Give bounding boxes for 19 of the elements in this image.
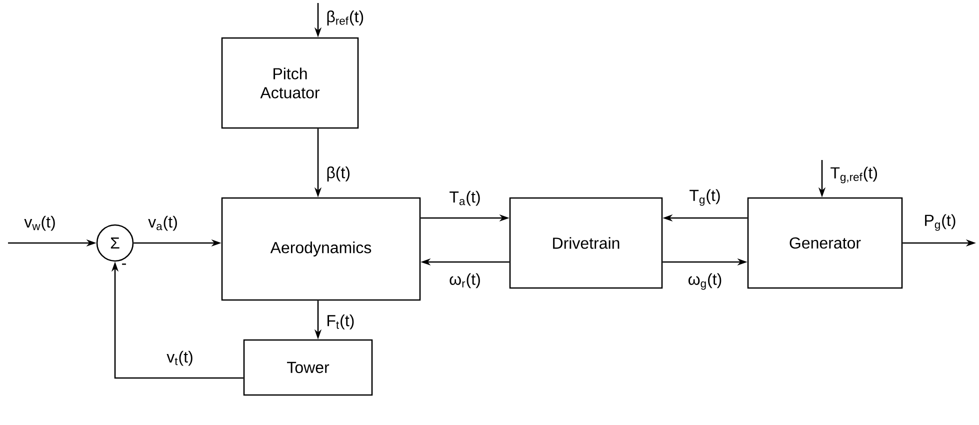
signal-label: ω$_{r}$(t) bbox=[450, 273, 480, 288]
signal-label: T$_{g}$(t) bbox=[690, 189, 720, 206]
minus-sign: - bbox=[122, 264, 126, 265]
drivetrain-box: Drivetrain bbox=[509, 197, 663, 289]
signal-label: T$_{g,ref}$(t) bbox=[830, 166, 877, 184]
signal-label: v$_{w}$(t) bbox=[24, 216, 55, 231]
summing-junction: Σ bbox=[96, 224, 134, 262]
signal-label: v$_{a}$(t) bbox=[148, 216, 177, 231]
signal-label: F$_{t}$(t) bbox=[328, 314, 354, 330]
signal-label: P$_{g}$(t) bbox=[925, 214, 956, 231]
signal-label: v$_{t}$(t) bbox=[166, 350, 192, 366]
signal-label: ω$_{g}$(t) bbox=[688, 273, 722, 290]
tower-box: Tower bbox=[243, 339, 373, 396]
signal-label: β(t) bbox=[327, 166, 350, 182]
generator-box: Generator bbox=[747, 197, 903, 289]
signal-label: β$_{ref}$(t) bbox=[327, 10, 364, 26]
signal-label: T$_{a}$(t) bbox=[450, 190, 480, 206]
pitch-actuator-box: Pitch Actuator bbox=[221, 37, 359, 129]
aerodynamics-box: Aerodynamics bbox=[221, 197, 421, 301]
